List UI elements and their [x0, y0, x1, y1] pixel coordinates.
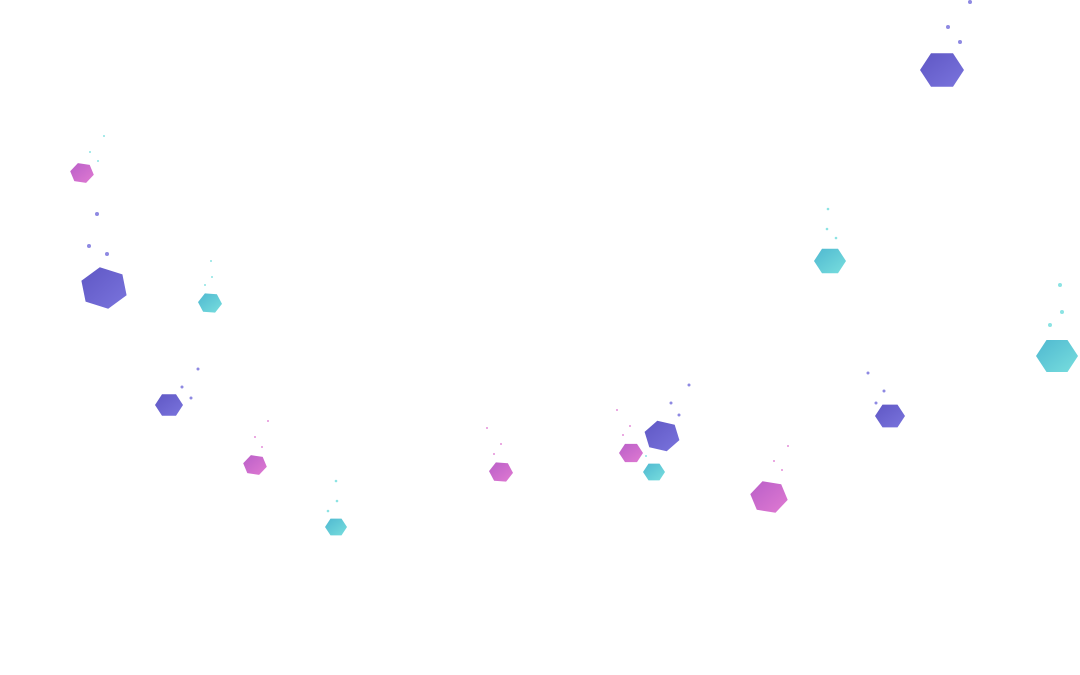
particle-dot	[486, 427, 488, 429]
particle-dot	[189, 396, 193, 400]
particle-dot	[958, 40, 962, 44]
hexagon-purple-14	[875, 404, 905, 428]
hexagon-pink-8	[489, 462, 513, 482]
particle-dot	[866, 371, 870, 375]
particle-dot	[334, 479, 338, 483]
particle-dot	[781, 469, 783, 471]
particle-dot	[254, 436, 256, 438]
particle-dot	[180, 385, 184, 389]
particle-dot	[500, 443, 502, 445]
particle-dot	[1048, 323, 1052, 327]
hexagon-purple-1	[920, 53, 964, 87]
particle-dot	[946, 25, 950, 29]
hexagon-pink-2	[70, 163, 94, 183]
particle-dot	[204, 284, 206, 286]
hexagon-teal-4	[198, 293, 222, 313]
particle-dot	[95, 212, 99, 216]
particle-dot	[773, 460, 775, 462]
particle-dot	[211, 276, 213, 278]
particle-dot	[326, 509, 330, 513]
particle-dot	[629, 425, 631, 427]
particle-dot	[1058, 283, 1062, 287]
particle-dot	[687, 383, 691, 387]
hexagon-purple-5	[155, 394, 183, 416]
hexagon-teal-11	[643, 463, 665, 481]
particle-dot	[493, 453, 495, 455]
particle-dot	[103, 135, 105, 137]
particle-layer	[87, 0, 1064, 513]
particle-dot	[826, 207, 830, 211]
particle-dot	[669, 401, 673, 405]
particle-dot	[261, 446, 263, 448]
particle-dot	[89, 151, 91, 153]
hexagon-purple-10	[644, 420, 680, 452]
particle-dot	[1060, 310, 1064, 314]
particle-dot	[968, 0, 972, 4]
hexagon-teal-7	[325, 518, 347, 536]
particle-dot	[196, 367, 200, 371]
particle-dot	[335, 499, 339, 503]
hexagon-layer	[70, 53, 1078, 536]
hexagon-purple-3	[81, 267, 127, 309]
particle-dot	[87, 244, 91, 248]
hexagon-pink-9	[619, 443, 643, 463]
particle-dot	[267, 420, 269, 422]
hexagon-pink-6	[243, 455, 267, 475]
particle-dot	[210, 260, 212, 262]
particle-dot	[677, 413, 681, 417]
particle-dot	[882, 389, 886, 393]
particle-dot	[622, 434, 624, 436]
particle-dot	[787, 445, 789, 447]
hexagon-pink-12	[750, 481, 788, 513]
particle-dot	[645, 455, 647, 457]
hexagon-teal-13	[814, 248, 846, 274]
particle-dot	[834, 236, 838, 240]
particle-dot	[825, 227, 829, 231]
particle-dot	[97, 160, 99, 162]
particle-dot	[616, 409, 618, 411]
particle-dot	[874, 401, 878, 405]
particle-dot	[105, 252, 109, 256]
hexagon-teal-15	[1036, 340, 1078, 372]
